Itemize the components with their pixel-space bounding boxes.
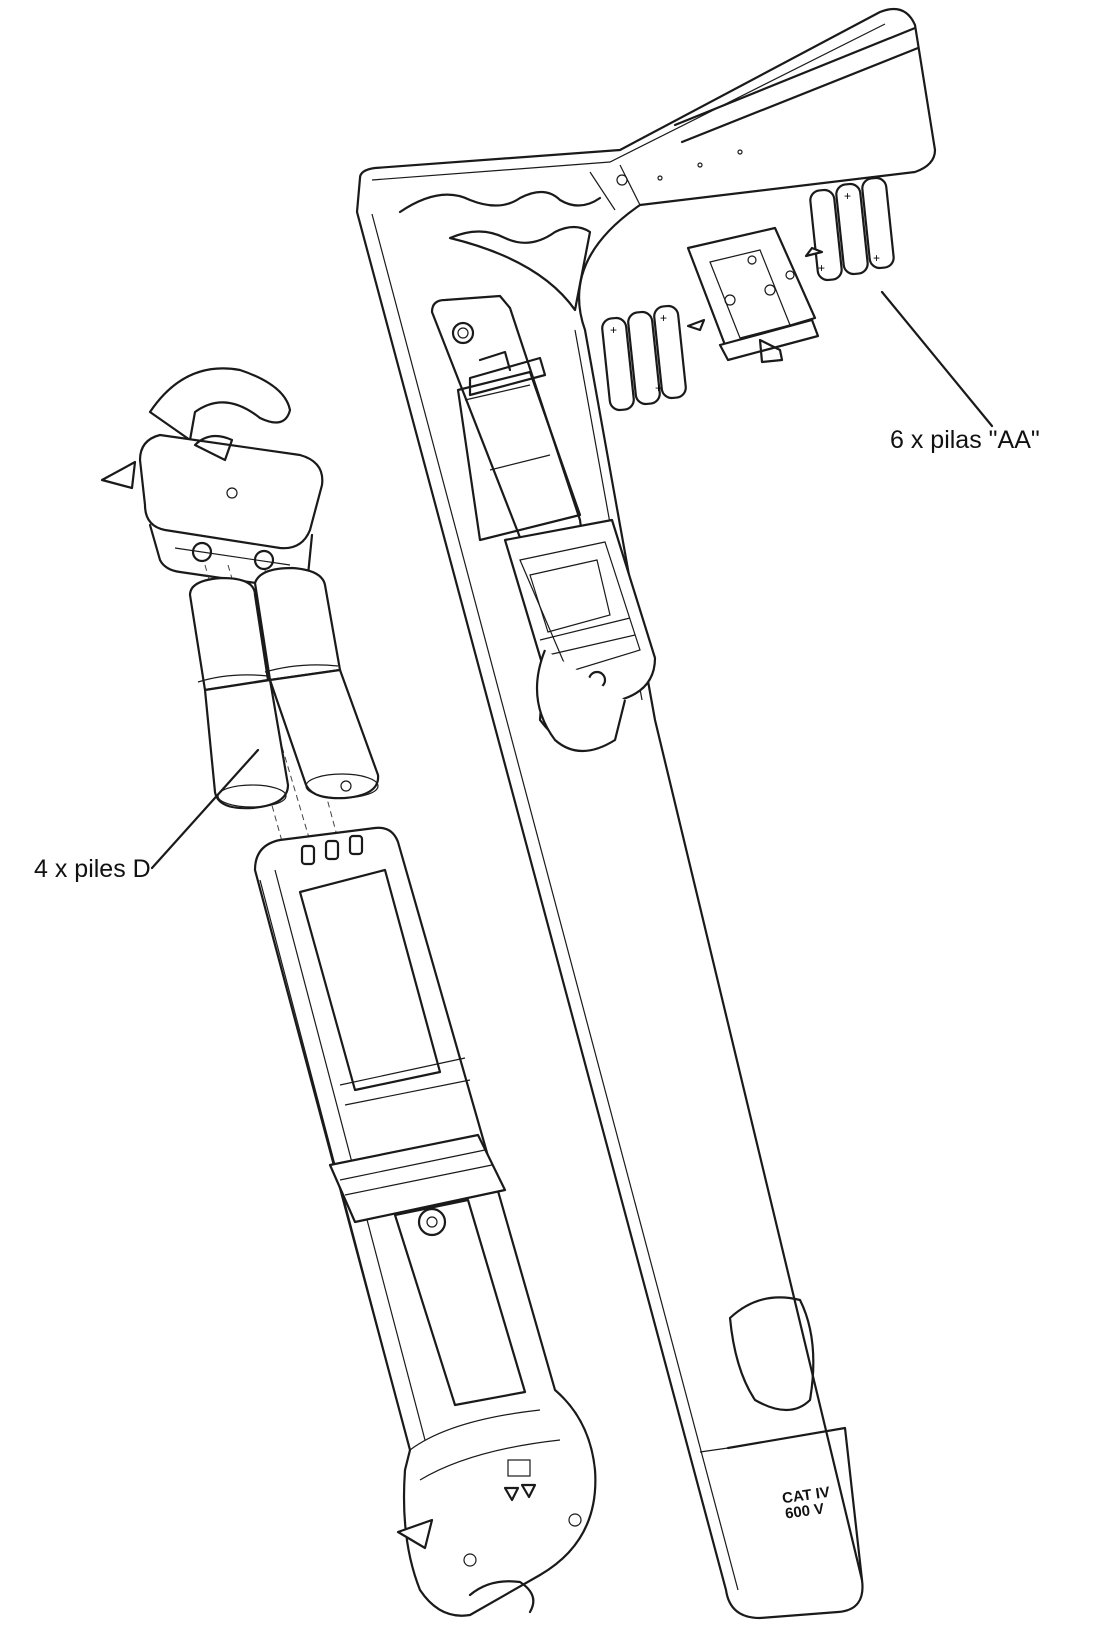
d-batteries [188,566,380,810]
aa-battery-holder [686,226,820,364]
aa-batteries-label: 6 x pilas "AA" [890,426,1040,454]
d-batteries-label: 4 x piles D [34,855,151,883]
transmitter-top-cap [100,367,324,590]
svg-text:+: + [873,251,880,265]
locator-battery-compartment [430,294,657,752]
svg-text:+: + [844,189,851,203]
aa-batteries-left: + + + [601,304,687,412]
locator-foot [699,1296,864,1582]
svg-text:+: + [610,323,617,337]
aa-leader-line [880,290,994,428]
svg-text:+: + [818,261,825,275]
insert-arrow-right [804,246,824,258]
insert-arrow-left [686,318,706,332]
svg-text:+: + [655,381,662,395]
aa-batteries-right: + + + [809,176,895,282]
transmitter-body [253,826,597,1617]
svg-text:+: + [660,311,667,325]
d-leader-line [150,748,260,870]
